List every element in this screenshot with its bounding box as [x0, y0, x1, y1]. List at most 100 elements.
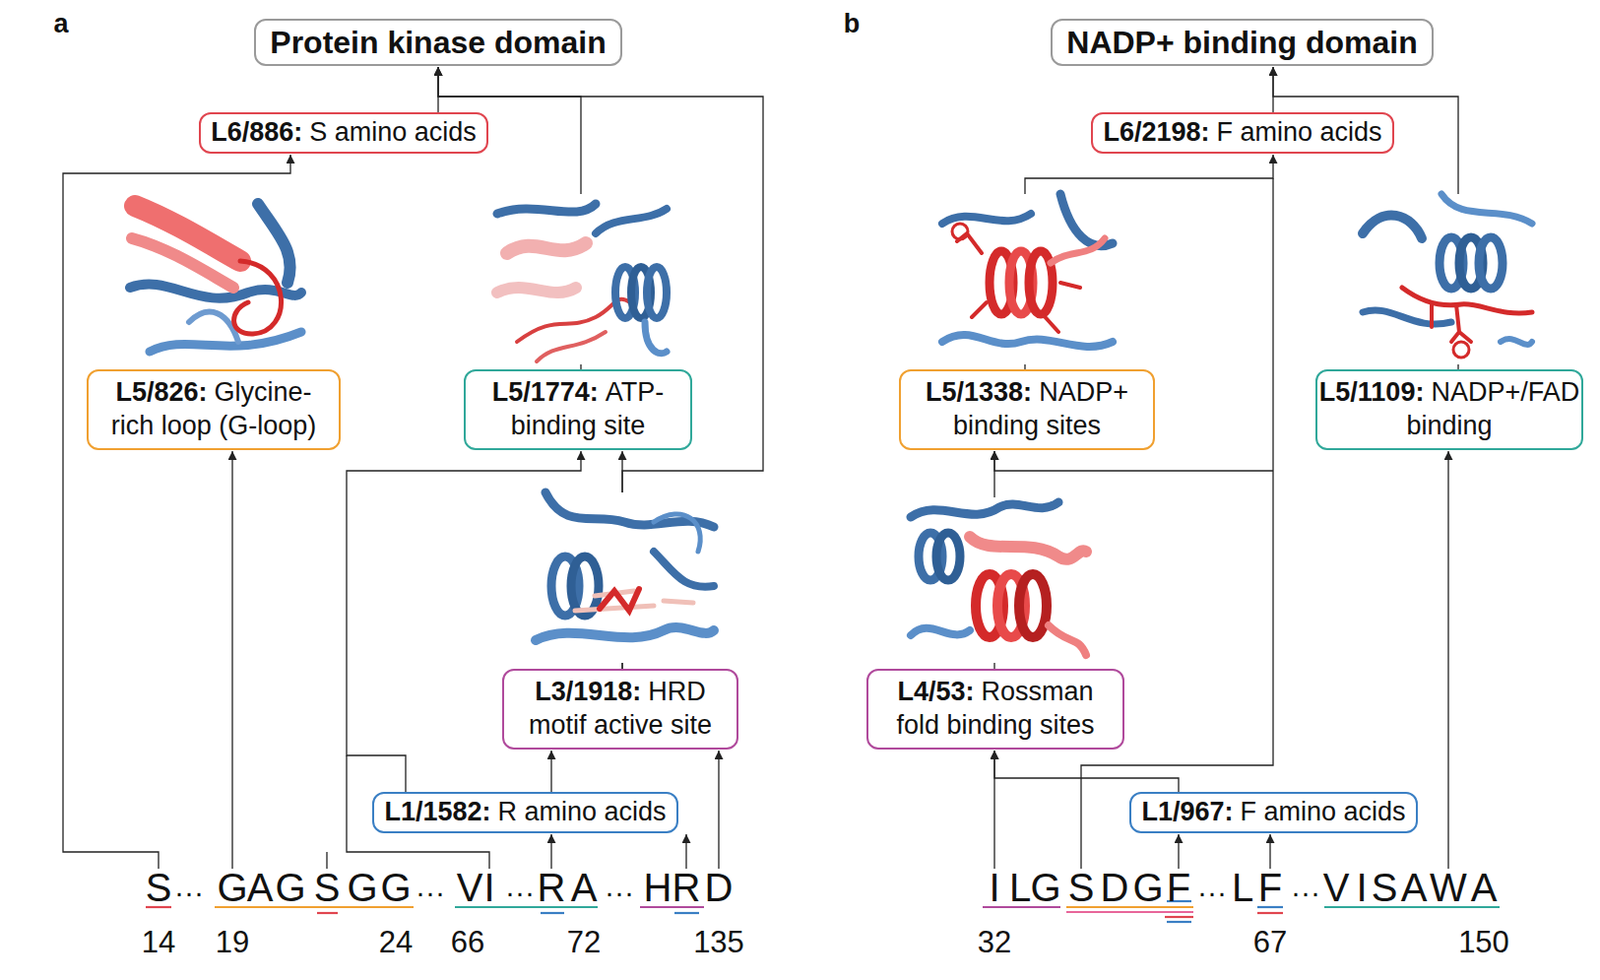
level-id: L1/1582: [384, 796, 491, 827]
box-text: L5/1774:ATP-binding site [475, 376, 681, 444]
residue-letter: F [1166, 867, 1191, 907]
level-box: L5/1109:NADP+/FAD binding [1315, 369, 1584, 450]
box-label: F amino acids [1240, 796, 1407, 827]
box-label: NADP+/FAD binding [1406, 377, 1580, 441]
leader-line [1177, 833, 1179, 869]
leader-line [685, 833, 687, 869]
box-label: Protein kinase domain [269, 24, 606, 61]
residue-letter: D [1100, 867, 1130, 907]
level-box: L6/886:S amino acids [198, 112, 489, 154]
residue-letter: G [346, 867, 378, 907]
leader-line [1269, 833, 1271, 869]
residue-letter: A [247, 867, 274, 907]
level-id: L3/1918: [534, 676, 641, 706]
box-label: R amino acids [498, 796, 667, 827]
residue-letter: G [216, 867, 248, 907]
residue-letter: G [1132, 867, 1163, 907]
structure-picture [942, 193, 1113, 365]
residue-letter: H [643, 867, 673, 907]
residue-letter: S [1068, 867, 1095, 907]
ellipsis: ··· [604, 877, 635, 907]
level-id: L4/53: [896, 676, 974, 706]
leader-line [325, 851, 327, 869]
residue-letter: A [1471, 867, 1498, 907]
ellipsis: ··· [174, 877, 204, 907]
residue-letter: L [1009, 867, 1031, 907]
structure-picture [129, 193, 302, 365]
residue-letter: G [1029, 867, 1061, 907]
residue-letter: A [1401, 867, 1428, 907]
residue-letter: V [456, 867, 484, 907]
leader-line [1447, 450, 1449, 869]
domain-title: Protein kinase domain [254, 18, 623, 66]
residue-letter: V [1323, 867, 1350, 907]
leader-line [994, 450, 1274, 471]
level-id: L1/967: [1141, 796, 1233, 827]
residue-letter: R [537, 867, 567, 907]
box-text: L6/2198:F amino acids [1102, 116, 1382, 150]
leader-line [231, 450, 233, 869]
level-box: L1/1582:R amino acids [372, 791, 679, 833]
structure-picture [497, 193, 667, 365]
residue-letter: D [704, 867, 734, 907]
level-id: L5/826: [115, 377, 207, 407]
level-box: L5/826:Glycine-rich loop (G-loop) [86, 369, 341, 450]
box-text: L5/1338:NADP+ binding sites [910, 376, 1144, 444]
residue-letter: I [988, 867, 1000, 907]
residue-number: 72 [567, 926, 601, 958]
residue-number: 14 [141, 926, 176, 958]
box-text: NADP+ binding domain [1066, 22, 1417, 63]
level-box: L1/967:F amino acids [1129, 791, 1418, 833]
residue-letter: W [1429, 867, 1468, 907]
box-text: L5/1109:NADP+/FAD binding [1319, 376, 1580, 444]
residue-letter: S [145, 867, 173, 907]
residue-letter: S [314, 867, 341, 907]
level-id: L6/2198: [1102, 117, 1210, 147]
residue-number: 19 [215, 926, 250, 958]
level-box: L4/53:Rossman fold binding sites [866, 668, 1125, 750]
level-box: L3/1918:HRD motif active site [502, 668, 739, 750]
residue-number: 67 [1253, 926, 1287, 958]
box-label: S amino acids [309, 117, 477, 147]
residue-number: 150 [1458, 926, 1510, 958]
residue-letter: G [274, 867, 306, 907]
box-text: L6/886:S amino acids [210, 116, 477, 150]
box-text: L3/1918:HRD motif active site [513, 675, 727, 743]
box-text: Protein kinase domain [269, 22, 606, 63]
connector-arrow [550, 750, 552, 792]
residue-letter: A [571, 867, 598, 907]
box-label: F amino acids [1216, 117, 1383, 147]
ellipsis: ··· [505, 877, 535, 907]
box-label: NADP+ binding domain [1066, 24, 1417, 61]
box-text: L1/967:F amino acids [1141, 795, 1406, 830]
level-id: L6/886: [210, 117, 303, 147]
structure-picture [910, 497, 1087, 663]
residue-letter: R [672, 867, 702, 907]
residue-letter: I [1355, 867, 1367, 907]
level-box: L6/2198:F amino acids [1090, 112, 1395, 154]
residue-number: 135 [693, 926, 745, 958]
panel-letter: a [53, 10, 68, 38]
level-box: L5/1338:NADP+ binding sites [898, 369, 1155, 450]
residue-number: 32 [977, 926, 1012, 958]
level-box: L5/1774:ATP-binding site [463, 369, 693, 450]
box-text: L5/826:Glycine-rich loop (G-loop) [98, 376, 329, 444]
connector-arrow [994, 750, 1179, 792]
residue-number: 24 [379, 926, 413, 958]
residue-letter: I [483, 867, 495, 907]
leader-line [550, 833, 552, 869]
residue-letter: L [1231, 867, 1254, 907]
level-id: L5/1109: [1319, 377, 1425, 407]
level-id: L5/1338: [925, 377, 1032, 407]
level-id: L5/1774: [492, 377, 599, 407]
leader-lines [63, 154, 1449, 869]
leader-line [993, 750, 995, 869]
leader-line [717, 750, 719, 869]
box-text: L4/53:Rossman fold binding sites [878, 675, 1113, 743]
residue-letter: F [1258, 867, 1282, 907]
connector-arrow [438, 66, 764, 669]
structure-picture [1362, 193, 1533, 365]
domain-title: NADP+ binding domain [1050, 18, 1434, 66]
